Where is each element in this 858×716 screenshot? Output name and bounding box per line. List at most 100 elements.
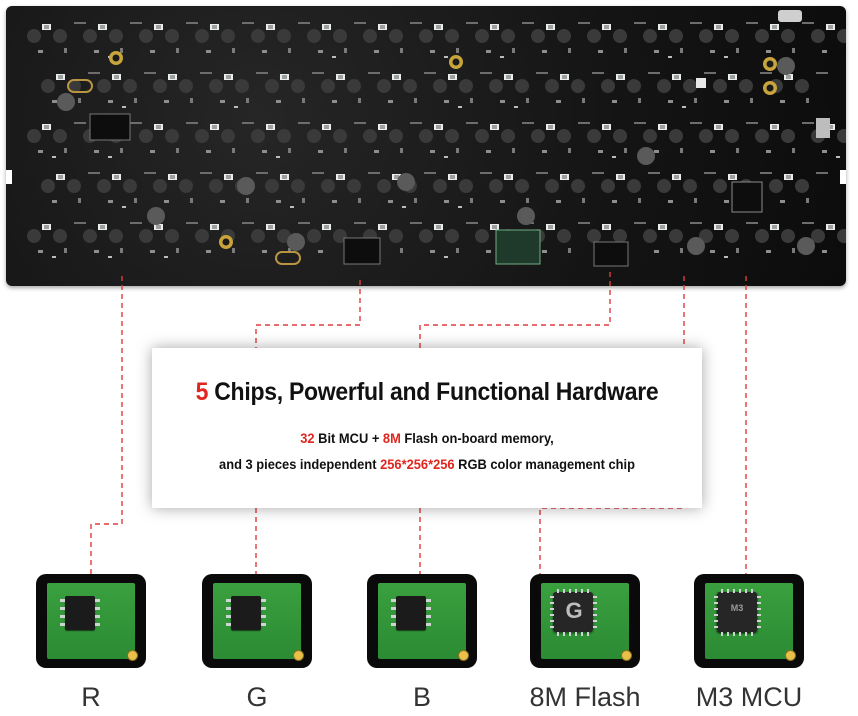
chip-tile-b (367, 574, 477, 668)
ic-pin (739, 632, 741, 636)
ic-pin (593, 596, 597, 598)
solder-pad (785, 650, 796, 661)
solder-pad (293, 650, 304, 661)
chip-tile-flash: G (530, 574, 640, 668)
ic-pin (751, 632, 753, 636)
ic-pin (714, 596, 718, 598)
ic-pin (714, 620, 718, 622)
ic-package (396, 596, 426, 630)
spec-rgb-depth: 256*256*256 (380, 456, 455, 472)
headline-title: 5 Chips, Powerful and Functional Hardwar… (174, 378, 680, 407)
ic-pin (95, 615, 100, 618)
ic-pin (60, 623, 65, 626)
ic-pin (757, 608, 761, 610)
ic-pin (757, 596, 761, 598)
ic-pin (391, 599, 396, 602)
pcb-components (6, 10, 846, 267)
chip-tile-mcu: M3 (694, 574, 804, 668)
ic-pin (391, 615, 396, 618)
headline-chip-count: 5 (195, 378, 209, 406)
ic-pin (581, 589, 583, 593)
spec-mcu-bits: 32 (300, 430, 315, 446)
ic-pin (575, 589, 577, 593)
chip-label-r: R (81, 682, 101, 712)
ic-pin (60, 599, 65, 602)
chip-label-g: G (246, 682, 268, 712)
spec-line-1: 32 Bit MCU + 8M Flash on-board memory, (174, 430, 680, 446)
spec-mcu-text: Bit MCU + (314, 430, 383, 446)
ic-pin (714, 602, 718, 604)
ic-pin (575, 632, 577, 636)
ic-pin (60, 615, 65, 618)
spec-line-2: and 3 pieces independent 256*256*256 RGB… (174, 456, 680, 472)
ic-pin (563, 589, 565, 593)
ic-pin (757, 602, 761, 604)
ic-pin (226, 615, 231, 618)
ic-pin (261, 599, 266, 602)
ic-pin (587, 589, 589, 593)
solder-pad (127, 650, 138, 661)
ic-pin (751, 589, 753, 593)
ic-pin (391, 607, 396, 610)
connector-line-r (90, 276, 123, 574)
ic-pin (550, 620, 554, 622)
spec-rgb-intro: and 3 pieces independent (219, 456, 381, 472)
chip-label-mcu: M3 MCU (695, 682, 803, 712)
chip-tile-r (36, 574, 146, 668)
spec-flash-text: Flash on-board memory, (400, 430, 554, 446)
solder-pad (458, 650, 469, 661)
ic-pin (593, 608, 597, 610)
ic-pin (569, 632, 571, 636)
ic-pin (550, 614, 554, 616)
ic-pin (727, 589, 729, 593)
ic-pin (721, 632, 723, 636)
ic-pin (426, 615, 431, 618)
ic-pin (721, 589, 723, 593)
flash-chip-mark: G (565, 598, 583, 623)
ic-pin (226, 607, 231, 610)
spec-flash-size: 8M (382, 430, 401, 446)
ic-package (717, 592, 757, 632)
chip-tile-g (202, 574, 312, 668)
ic-pin (261, 607, 266, 610)
ic-pin (226, 599, 231, 602)
ic-pin (550, 596, 554, 598)
ic-pin (60, 607, 65, 610)
ic-pin (593, 602, 597, 604)
spec-rgb-text: RGB color management chip (454, 456, 635, 472)
ic-pin (261, 615, 266, 618)
ic-pin (226, 623, 231, 626)
ic-pin (757, 620, 761, 622)
ic-pin (563, 632, 565, 636)
ic-pin (426, 599, 431, 602)
ic-pin (733, 589, 735, 593)
chip-label-b: B (412, 682, 431, 712)
connector-line-g (255, 280, 361, 348)
ic-pin (714, 614, 718, 616)
ic-package (231, 596, 261, 630)
ic-pin (95, 599, 100, 602)
ic-pin (733, 632, 735, 636)
ic-pin (739, 589, 741, 593)
ic-pin (745, 589, 747, 593)
ic-pin (95, 623, 100, 626)
mcu-chip-mark: M3 (730, 603, 744, 613)
ic-pin (757, 626, 761, 628)
ic-pin (587, 632, 589, 636)
ic-pin (261, 623, 266, 626)
headline-text: Chips, Powerful and Functional Hardware (208, 378, 659, 406)
ic-package (553, 592, 593, 632)
ic-pin (557, 589, 559, 593)
ic-pin (550, 602, 554, 604)
ic-pin (593, 620, 597, 622)
ic-pin (550, 626, 554, 628)
keyboard-pcb-board (6, 6, 846, 286)
ic-pin (95, 607, 100, 610)
ic-pin (593, 614, 597, 616)
ic-pin (557, 632, 559, 636)
ic-package (65, 596, 95, 630)
ic-pin (745, 632, 747, 636)
ic-pin (593, 626, 597, 628)
ic-pin (426, 607, 431, 610)
